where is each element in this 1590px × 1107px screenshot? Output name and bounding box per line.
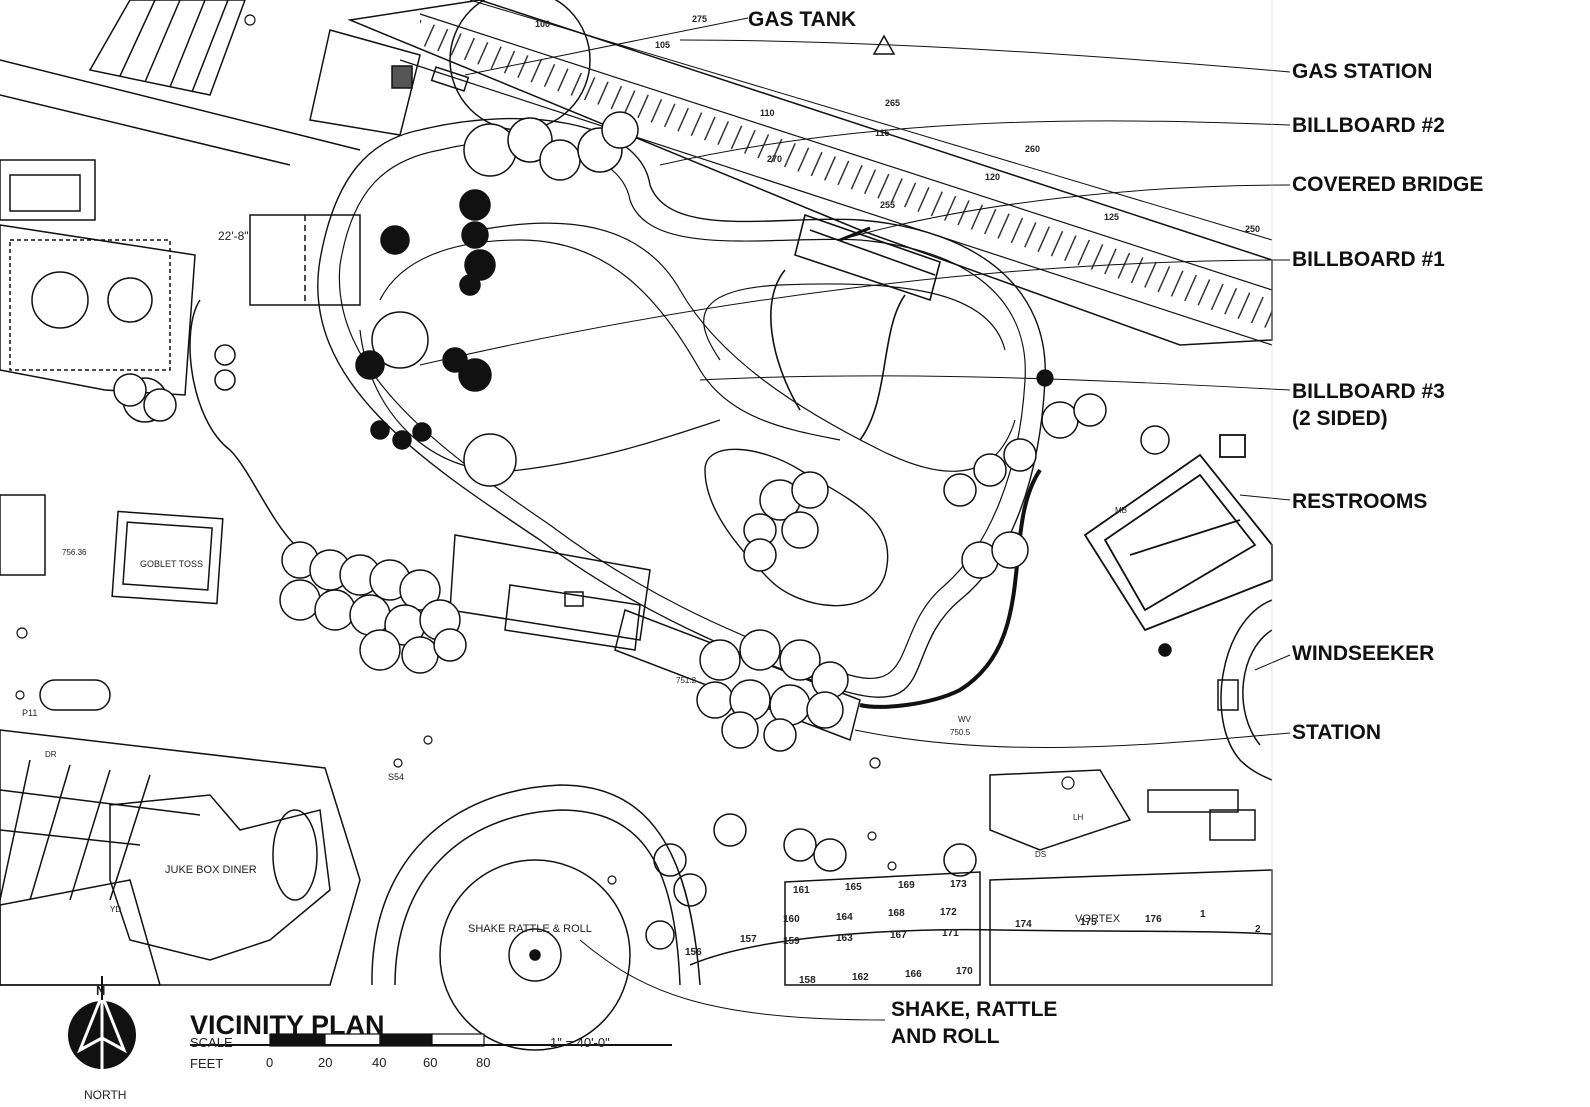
callout-billboard-3: BILLBOARD #3 (2 SIDED) [1292, 378, 1445, 432]
track-number: 115 [875, 128, 890, 138]
footing-number: 173 [950, 879, 967, 890]
callout-covered-bridge: COVERED BRIDGE [1292, 173, 1484, 196]
callout-gas-tank: GAS TANK [748, 8, 857, 31]
callout-billboard-3-line2: (2 SIDED) [1292, 407, 1388, 430]
goblet-toss-label: GOBLET TOSS [140, 559, 203, 569]
footing-number: 156 [685, 947, 702, 958]
track-number: 270 [767, 154, 782, 164]
callout-billboard-2: BILLBOARD #2 [1292, 114, 1445, 137]
plan-labels: GOBLET TOSS SHAKE RATTLE & ROLL JUKE BOX… [22, 229, 1127, 935]
tree-clusters [113, 111, 1170, 950]
footing-number: 160 [783, 914, 800, 925]
ds-label: DS [1035, 850, 1046, 859]
callout-restrooms: RESTROOMS [1292, 490, 1428, 513]
lh-label: LH [1073, 813, 1083, 822]
track-number: 260 [1025, 144, 1040, 154]
dr-label: DR [45, 750, 57, 759]
callout-windseeker: WINDSEEKER [1292, 642, 1435, 665]
p11-label: P11 [22, 708, 37, 718]
elev-c-label: 756.36 [62, 548, 87, 557]
callout-gas-station: GAS STATION [1292, 60, 1433, 83]
windseeker-area [1158, 599, 1273, 781]
callout-shake-rattle-roll: SHAKE, RATTLE AND ROLL [891, 996, 1057, 1050]
footing-number: 168 [888, 908, 905, 919]
juke-box-diner-label: JUKE BOX DINER [165, 864, 257, 876]
track-number: 120 [985, 172, 1000, 182]
dimension-label: 22'-8" [218, 229, 249, 243]
track-number: 255 [880, 200, 895, 210]
scale-tick: 40 [372, 1055, 386, 1070]
mb-label: MB [1115, 506, 1127, 515]
footing-number: 163 [836, 933, 853, 944]
feet-label: FEET [190, 1056, 224, 1071]
plan-title: VICINITY PLAN [190, 1010, 385, 1040]
footing-number: 169 [898, 880, 915, 891]
footing-number: 176 [1145, 914, 1162, 925]
elev-b-label: 751.2 [676, 676, 697, 685]
pavilion-building [0, 159, 361, 423]
scale-ratio: 1" = 40'-0" [550, 1035, 610, 1050]
elev-a-label: 750.5 [950, 728, 971, 737]
parking-stalls [88, 0, 246, 96]
footing-number: 167 [890, 930, 907, 941]
footing-number: 158 [799, 975, 816, 986]
shake-rattle-roll-ride [371, 784, 701, 1051]
leader-lines [419, 17, 1291, 1021]
scale-bar [269, 1033, 485, 1047]
footing-number: 161 [793, 885, 810, 896]
track-number: 275 [692, 14, 707, 24]
track-station-numbers: 275 265 260 250 270 115 120 125 110 105 100 255 [535, 14, 1260, 234]
scale-label: SCALE [190, 1035, 233, 1050]
scale-tick: 0 [266, 1055, 273, 1070]
scale-tick: 60 [423, 1055, 437, 1070]
track-number: 125 [1104, 212, 1119, 222]
vortex-label: VORTEX [1075, 913, 1121, 925]
footing-number: 164 [836, 912, 853, 923]
track-number: 250 [1245, 224, 1260, 234]
yd-label: YD [110, 905, 121, 914]
covered-bridge [794, 213, 941, 302]
callout-billboard-3-line1: BILLBOARD #3 [1292, 380, 1445, 403]
footing-number: 174 [1015, 919, 1032, 930]
footing-number: 157 [740, 934, 757, 945]
callout-shake-line2: AND ROLL [891, 1025, 1000, 1048]
title-underline [190, 1044, 672, 1046]
footing-number: 1 [1200, 909, 1206, 920]
footing-number: 159 [783, 936, 800, 947]
footing-number: 166 [905, 969, 922, 980]
track-number: 100 [535, 19, 550, 29]
footing-number: 175 [1080, 917, 1097, 928]
track-number: 110 [760, 108, 775, 118]
callout-station: STATION [1292, 721, 1382, 744]
ride-track-loops [189, 117, 1046, 709]
north-label: NORTH [84, 1088, 127, 1102]
s54-label: S54 [388, 772, 404, 782]
footing-number: 162 [852, 972, 869, 983]
footing-number: 2 [1255, 924, 1261, 935]
track-number: 105 [655, 40, 670, 50]
vortex-area [689, 769, 1273, 986]
scale-tick: 80 [476, 1055, 490, 1070]
footing-number: 170 [956, 966, 973, 977]
callout-shake-line1: SHAKE, RATTLE [891, 998, 1058, 1021]
shake-rattle-roll-label: SHAKE RATTLE & ROLL [468, 923, 592, 935]
footing-number: 172 [940, 907, 957, 918]
site-symbols [15, 0, 1273, 985]
wv-label: WV [958, 715, 972, 724]
track-number: 265 [885, 98, 900, 108]
station-platform [449, 534, 861, 742]
north-arrow: N [68, 976, 136, 1070]
footing-number: 165 [845, 882, 862, 893]
footing-number: 171 [942, 928, 959, 939]
scale-ticks: 0 20 40 60 80 [266, 1055, 490, 1070]
svg-text:N: N [96, 983, 105, 998]
restrooms-building [1083, 434, 1273, 632]
callout-billboard-1: BILLBOARD #1 [1292, 248, 1445, 271]
scale-tick: 20 [318, 1055, 332, 1070]
footing-numbers: 161 165 169 173 160 164 168 172 159 163 167 171 158 1… [685, 879, 1261, 986]
diner-area [0, 494, 361, 986]
